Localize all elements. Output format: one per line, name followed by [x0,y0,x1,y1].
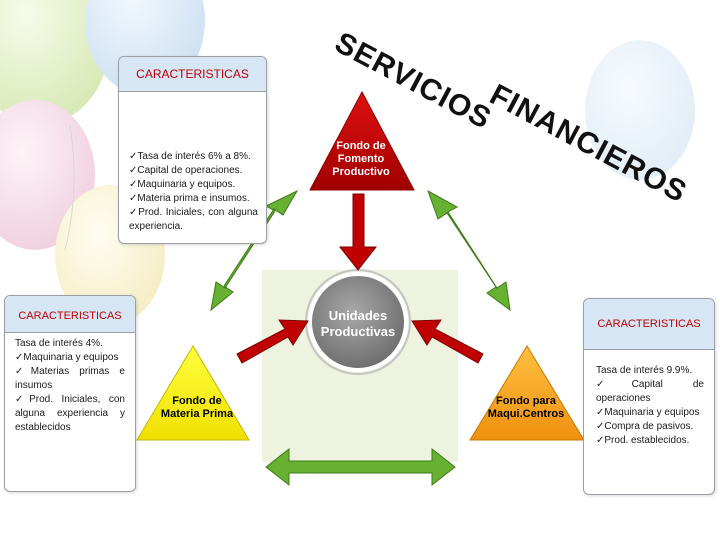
characteristic-item: ✓Maquinaria y equipos. [129,179,236,190]
arrow-top-left [210,189,299,312]
balloon-string [64,124,75,251]
characteristic-item: ✓Prod. establecidos. [596,435,690,446]
characteristics-list: ✓Tasa de interés 6% a 8%. ✓Capital de op… [119,92,266,234]
balloon-blue-small [585,40,695,180]
characteristic-item: Tasa de interés 4%. [15,338,103,349]
triangle-fondo-materia [136,345,250,441]
arrow-left-to-center [236,319,309,364]
characteristic-item: ✓Prod. Iniciales, con alguna experiencia… [15,394,125,433]
label-fondo-materia: Fondo de Materia Prima [160,395,234,420]
characteristics-header: CARACTERISTICAS [584,299,714,350]
center-circle [308,272,408,372]
label-unidades-productivas: Unidades Productivas [320,308,396,339]
characteristic-item: ✓Prod. Iniciales, con alguna experiencia… [129,207,258,232]
arrow-top-to-center [338,193,378,271]
characteristic-item: ✓Maquinaria y equipos [596,407,700,418]
characteristic-item: ✓Tasa de interés 6% a 8%. [129,151,251,162]
characteristics-header: CARACTERISTICAS [5,296,135,333]
characteristic-item: ✓Maquinaria y equipos [15,352,119,363]
characteristic-item: ✓Compra de pasivos. [596,421,694,432]
triangle-fondo-fomento [309,90,415,191]
characteristics-list: Tasa de interés 4%. ✓Maquinaria y equipo… [5,333,135,435]
characteristic-item: ✓Materias primas e insumos [15,366,125,391]
characteristic-item: Tasa de interés 9.9%. [596,365,693,376]
characteristics-header: CARACTERISTICAS [119,57,266,92]
balloon-green [0,0,110,125]
characteristics-box-left: CARACTERISTICAS Tasa de interés 4%. ✓Maq… [4,295,136,492]
characteristic-item: ✓Capital de operaciones [596,379,704,404]
label-fondo-maquicentros: Fondo para Maqui.Centros [487,395,565,420]
triangle-fondo-maquicentros [469,345,585,441]
arrow-bottom [265,447,456,487]
characteristic-item: ✓Capital de operaciones. [129,165,243,176]
characteristics-box-top: CARACTERISTICAS ✓Tasa de interés 6% a 8%… [118,56,267,244]
characteristic-item: ✓Materia prima e insumos. [129,193,250,204]
characteristics-box-right: CARACTERISTICAS Tasa de interés 9.9%. ✓C… [583,298,715,495]
label-fondo-fomento: Fondo de Fomento Productivo [332,140,390,178]
arrow-top-right [427,189,511,312]
characteristics-list: Tasa de interés 9.9%. ✓Capital de operac… [584,350,714,448]
arrow-right-to-center [411,319,484,364]
